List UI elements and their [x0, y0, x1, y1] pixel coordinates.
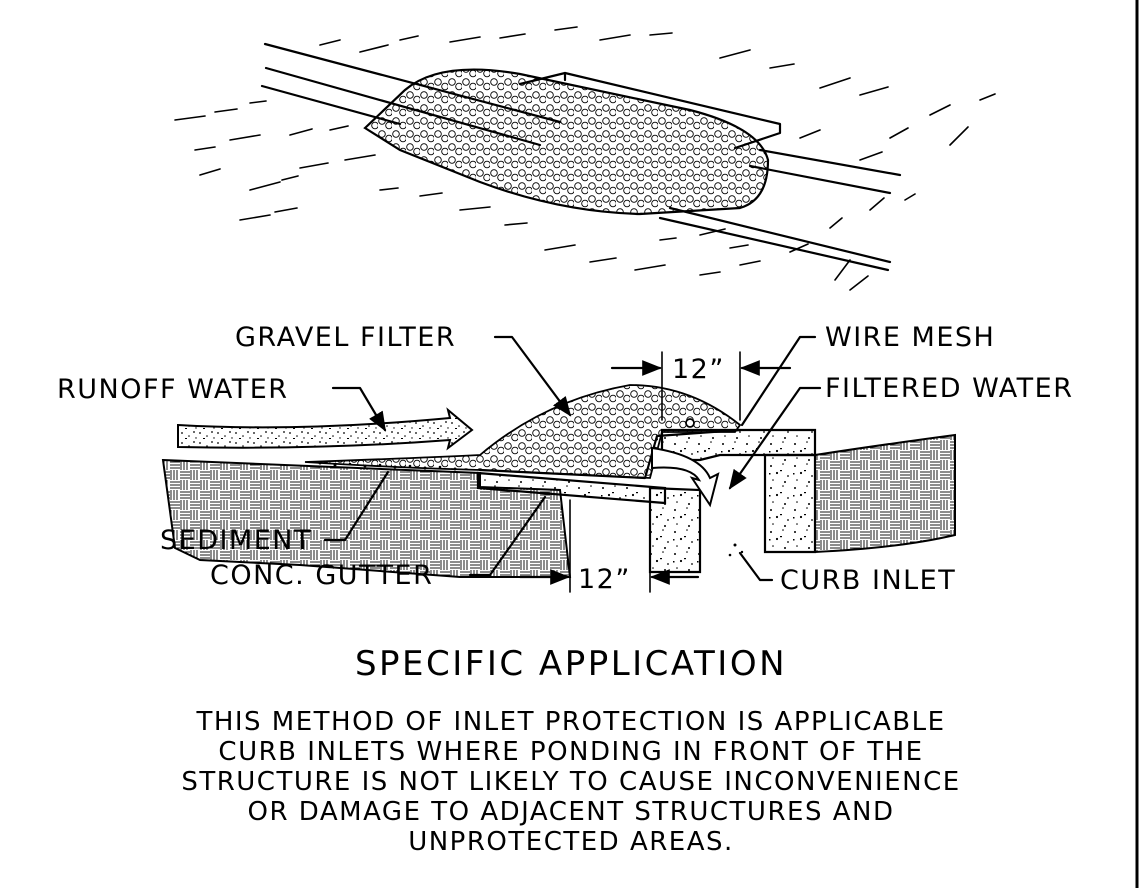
inlet-opening-dots: [728, 543, 744, 557]
wire-tie: [685, 418, 695, 428]
description-line: STRUCTURE IS NOT LIKELY TO CAUSE INCONVE…: [181, 767, 960, 797]
description-line: OR DAMAGE TO ADJACENT STRUCTURES AND: [248, 797, 895, 827]
section-view: GRAVEL FILTER RUNOFF WATER WIRE MESH FIL…: [57, 322, 1073, 596]
dimension-top: [610, 351, 792, 421]
curb-front-block: [648, 486, 702, 574]
leader-lines: [323, 335, 822, 582]
gravel-mound: [363, 68, 770, 216]
dimension-bottom: [518, 499, 700, 593]
description-line: CURB INLETS WHERE PONDING IN FRONT OF TH…: [218, 737, 923, 767]
gravel-filter-section: [304, 384, 742, 479]
description-line: UNPROTECTED AREAS.: [408, 827, 734, 857]
label-dim-bottom: 12”: [578, 564, 631, 595]
sediment: [318, 461, 457, 471]
label-filtered-water: FILTERED WATER: [825, 373, 1073, 404]
label-dim-top: 12”: [672, 354, 725, 385]
description-block: THIS METHOD OF INLET PROTECTION IS APPLI…: [181, 707, 960, 857]
label-conc-gutter: CONC. GUTTER: [210, 560, 433, 591]
ground-texture: [174, 26, 996, 291]
description-line: THIS METHOD OF INLET PROTECTION IS APPLI…: [195, 707, 945, 737]
label-gravel-filter: GRAVEL FILTER: [235, 322, 456, 353]
earth-right: [814, 433, 956, 554]
label-sediment: SEDIMENT: [160, 525, 312, 556]
inlet-back-wall: [763, 453, 817, 554]
filtered-water-arrow: [651, 446, 720, 508]
label-wire-mesh: WIRE MESH: [825, 322, 995, 353]
label-runoff-water: RUNOFF WATER: [57, 374, 289, 405]
isometric-view: [174, 26, 996, 291]
runoff-water-arrow: [177, 407, 474, 451]
label-curb-inlet: CURB INLET: [780, 565, 956, 596]
drawing-title: SPECIFIC APPLICATION: [355, 644, 787, 684]
